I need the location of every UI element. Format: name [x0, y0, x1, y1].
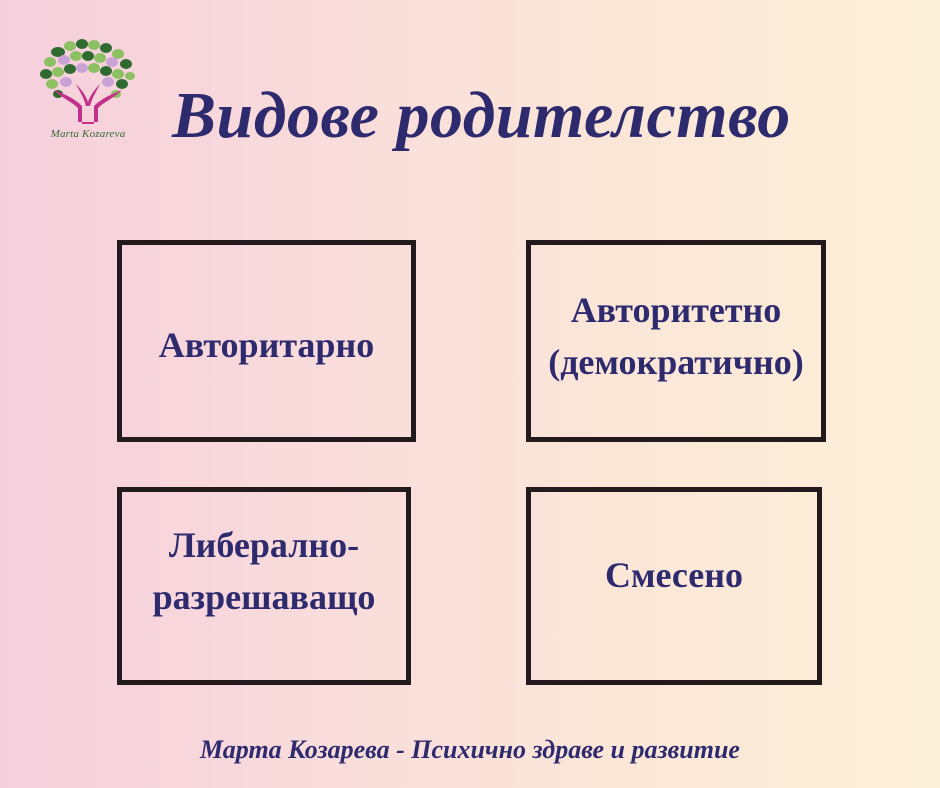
parenting-style-box-authoritative: Авторитетно (демократично): [526, 240, 826, 442]
box-label: Авторитетно (демократично): [548, 290, 804, 382]
tree-with-hands-icon: [40, 39, 135, 124]
parenting-style-box-permissive: Либерално- разрешаващо: [117, 487, 411, 685]
box-label: Смесено: [604, 555, 744, 595]
box-label: Либерално- разрешаващо: [152, 525, 376, 617]
footer-credit: Марта Козарева - Психично здраве и разви…: [200, 735, 740, 764]
logo-caption: Marta Kozareva: [50, 128, 126, 140]
parenting-style-box-mixed: Смесено: [526, 487, 822, 685]
parenting-style-box-authoritarian: Авторитарно: [117, 240, 416, 442]
page-title: Видове родителство: [172, 79, 791, 152]
logo: Marta Kozareva: [36, 36, 140, 146]
box-label: Авторитарно: [158, 325, 375, 365]
